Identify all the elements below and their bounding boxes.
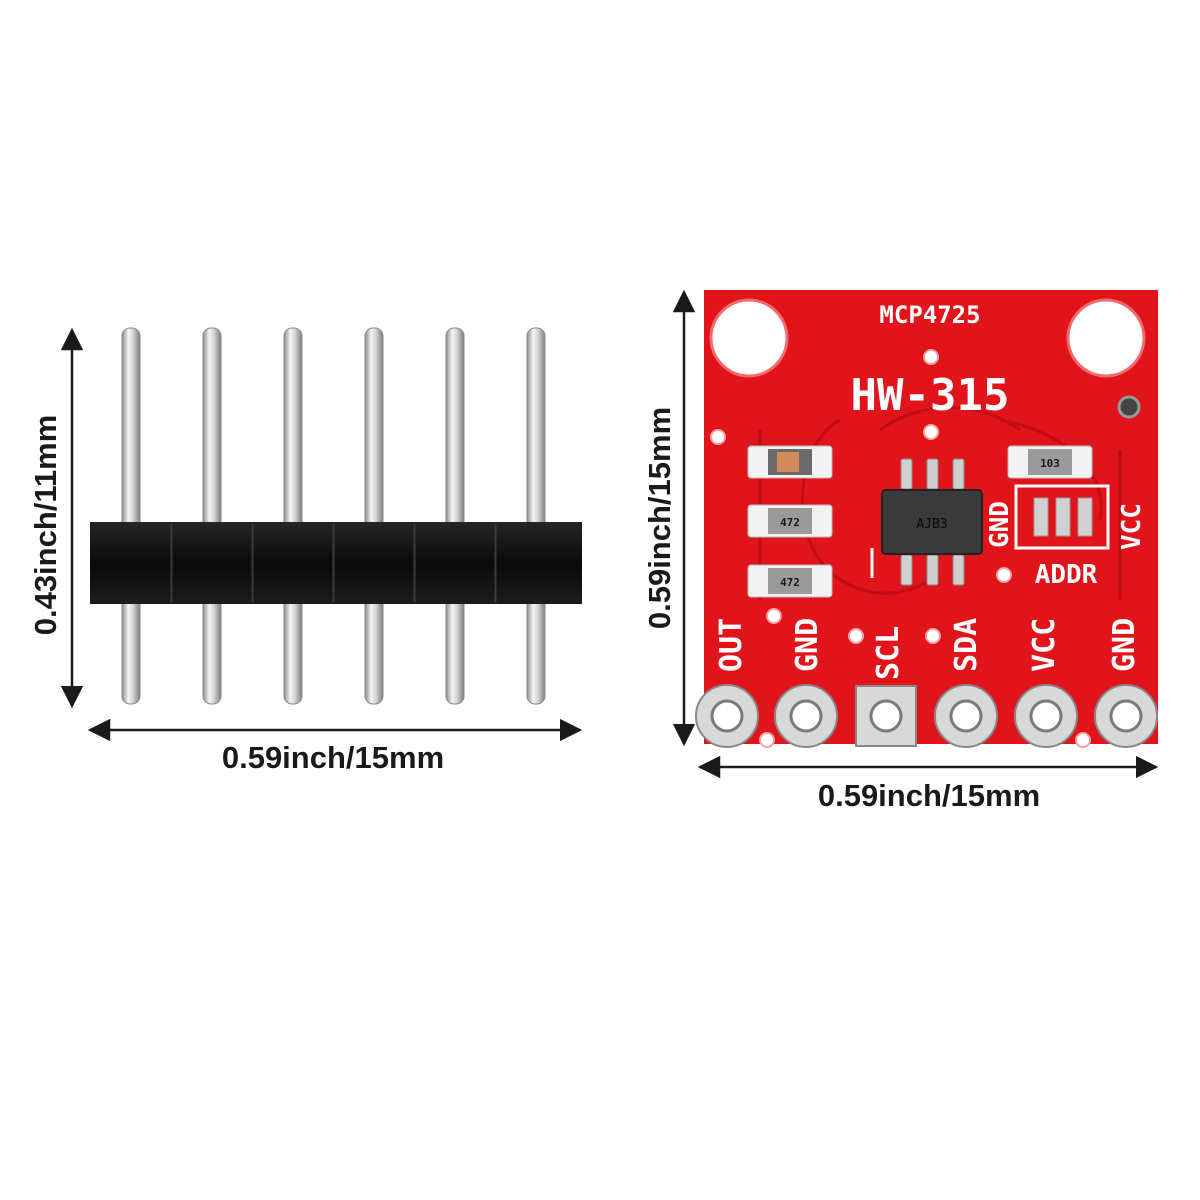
pin-label-scl: SCL: [871, 626, 906, 680]
resistor-2: 472: [747, 504, 833, 538]
pin-hole: [789, 699, 823, 733]
pin-hole: [949, 699, 983, 733]
pin-label-out: OUT: [714, 618, 749, 672]
pin-labels: OUT GND SCL SDA VCC GND: [714, 618, 1142, 680]
resistor-2-marking: 472: [780, 516, 800, 529]
pcb-board: MCP4725 HW-315 AJB3 472: [695, 290, 1158, 748]
chip-name-label: MCP4725: [879, 301, 980, 329]
addr-vcc-label: VCC: [1117, 503, 1147, 550]
vias: [710, 349, 1091, 748]
pin-hole: [869, 699, 903, 733]
chip-marking: AJB3: [916, 517, 947, 532]
header-pin: [283, 327, 303, 705]
pin-label-gnd-2: GND: [1107, 618, 1142, 672]
resistor-3-marking: 472: [780, 576, 800, 589]
board-height-label: 0.59inch/15mm: [642, 407, 677, 629]
header-pin: [445, 327, 465, 705]
pin-header: [90, 327, 582, 705]
pin-label-sda: SDA: [949, 618, 984, 672]
addr-label: ADDR: [1035, 560, 1098, 590]
header-width-label: 0.59inch/15mm: [222, 740, 444, 775]
header-plastic-seams: [170, 524, 497, 602]
pin-hole: [1109, 699, 1143, 733]
pin-hole: [1029, 699, 1063, 733]
header-pin: [364, 327, 384, 705]
mounting-hole-left: [709, 298, 789, 378]
header-height-label: 0.43inch/11mm: [28, 415, 63, 636]
resistor-1: [747, 445, 833, 479]
pin-hole: [710, 699, 744, 733]
model-label: HW-315: [851, 370, 1010, 421]
header-pins: [121, 327, 546, 705]
mounting-hole-right: [1066, 298, 1146, 378]
header-pin: [202, 327, 222, 705]
resistor-4-marking: 103: [1040, 457, 1060, 470]
pin-label-gnd-1: GND: [790, 618, 825, 672]
board-width-label: 0.59inch/15mm: [818, 778, 1040, 813]
addr-jumper: GND VCC ADDR: [985, 484, 1147, 590]
resistor-4: 103: [1007, 445, 1093, 479]
addr-gnd-label: GND: [985, 501, 1015, 548]
pin-label-vcc: VCC: [1027, 618, 1062, 672]
dac-chip: AJB3: [870, 458, 983, 586]
resistor-3: 472: [747, 564, 833, 598]
header-plastic-body: [90, 522, 582, 604]
via-dark: [1117, 395, 1141, 419]
pin-pads: [695, 684, 1158, 748]
header-pin: [121, 327, 141, 705]
header-pin: [526, 327, 546, 705]
